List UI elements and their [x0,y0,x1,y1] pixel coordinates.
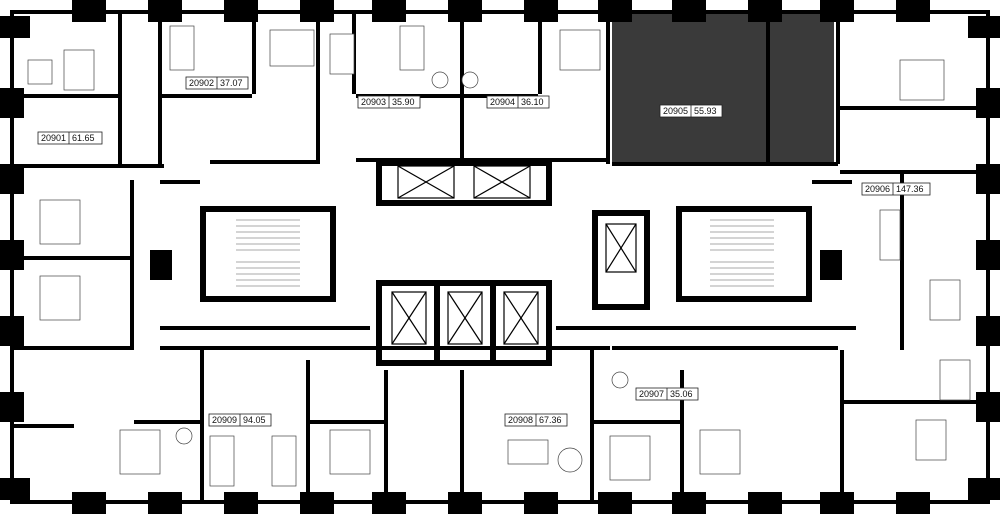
unit-label-20909[interactable]: 20909 94.05 [208,413,272,427]
unit-id-20902: 20902 [189,78,214,88]
unit-id-20905: 20905 [663,106,688,116]
unit-id-20907: 20907 [639,389,664,399]
unit-id-20901: 20901 [41,133,66,143]
unit-label-20904[interactable]: 20904 36.10 [486,95,550,109]
building-core [150,160,856,366]
unit-area-20906: 147.36 [896,184,924,194]
unit-label-20908[interactable]: 20908 67.36 [504,413,568,427]
unit-area-20901: 61.65 [72,133,95,143]
unit-label-20902[interactable]: 20902 37.07 [185,76,249,90]
unit-area-20909: 94.05 [243,415,266,425]
unit-id-20908: 20908 [508,415,533,425]
unit-id-20903: 20903 [361,97,386,107]
top-columns [0,0,1000,38]
unit-area-20908: 67.36 [539,415,562,425]
unit-area-20904: 36.10 [521,97,544,107]
unit-area-20903: 35.90 [392,97,415,107]
side-columns [0,88,1000,422]
unit-id-20904: 20904 [490,97,515,107]
unit-id-20909: 20909 [212,415,237,425]
unit-area-20902: 37.07 [220,78,243,88]
bottom-columns [0,478,1000,514]
unit-label-20903[interactable]: 20903 35.90 [357,95,421,109]
interior-walls-top [14,14,986,168]
unit-label-20907[interactable]: 20907 35.06 [635,387,699,401]
unit-20905-highlight[interactable] [612,14,834,166]
unit-id-20906: 20906 [865,184,890,194]
unit-label-20901[interactable]: 20901 61.65 [37,131,103,145]
furniture [27,25,971,487]
unit-area-20905: 55.93 [694,106,717,116]
unit-label-20906[interactable]: 20906 147.36 [861,182,931,196]
unit-area-20907: 35.06 [670,389,693,399]
interior-walls-bottom [14,170,986,500]
unit-label-20905[interactable]: 20905 55.93 [659,104,723,118]
